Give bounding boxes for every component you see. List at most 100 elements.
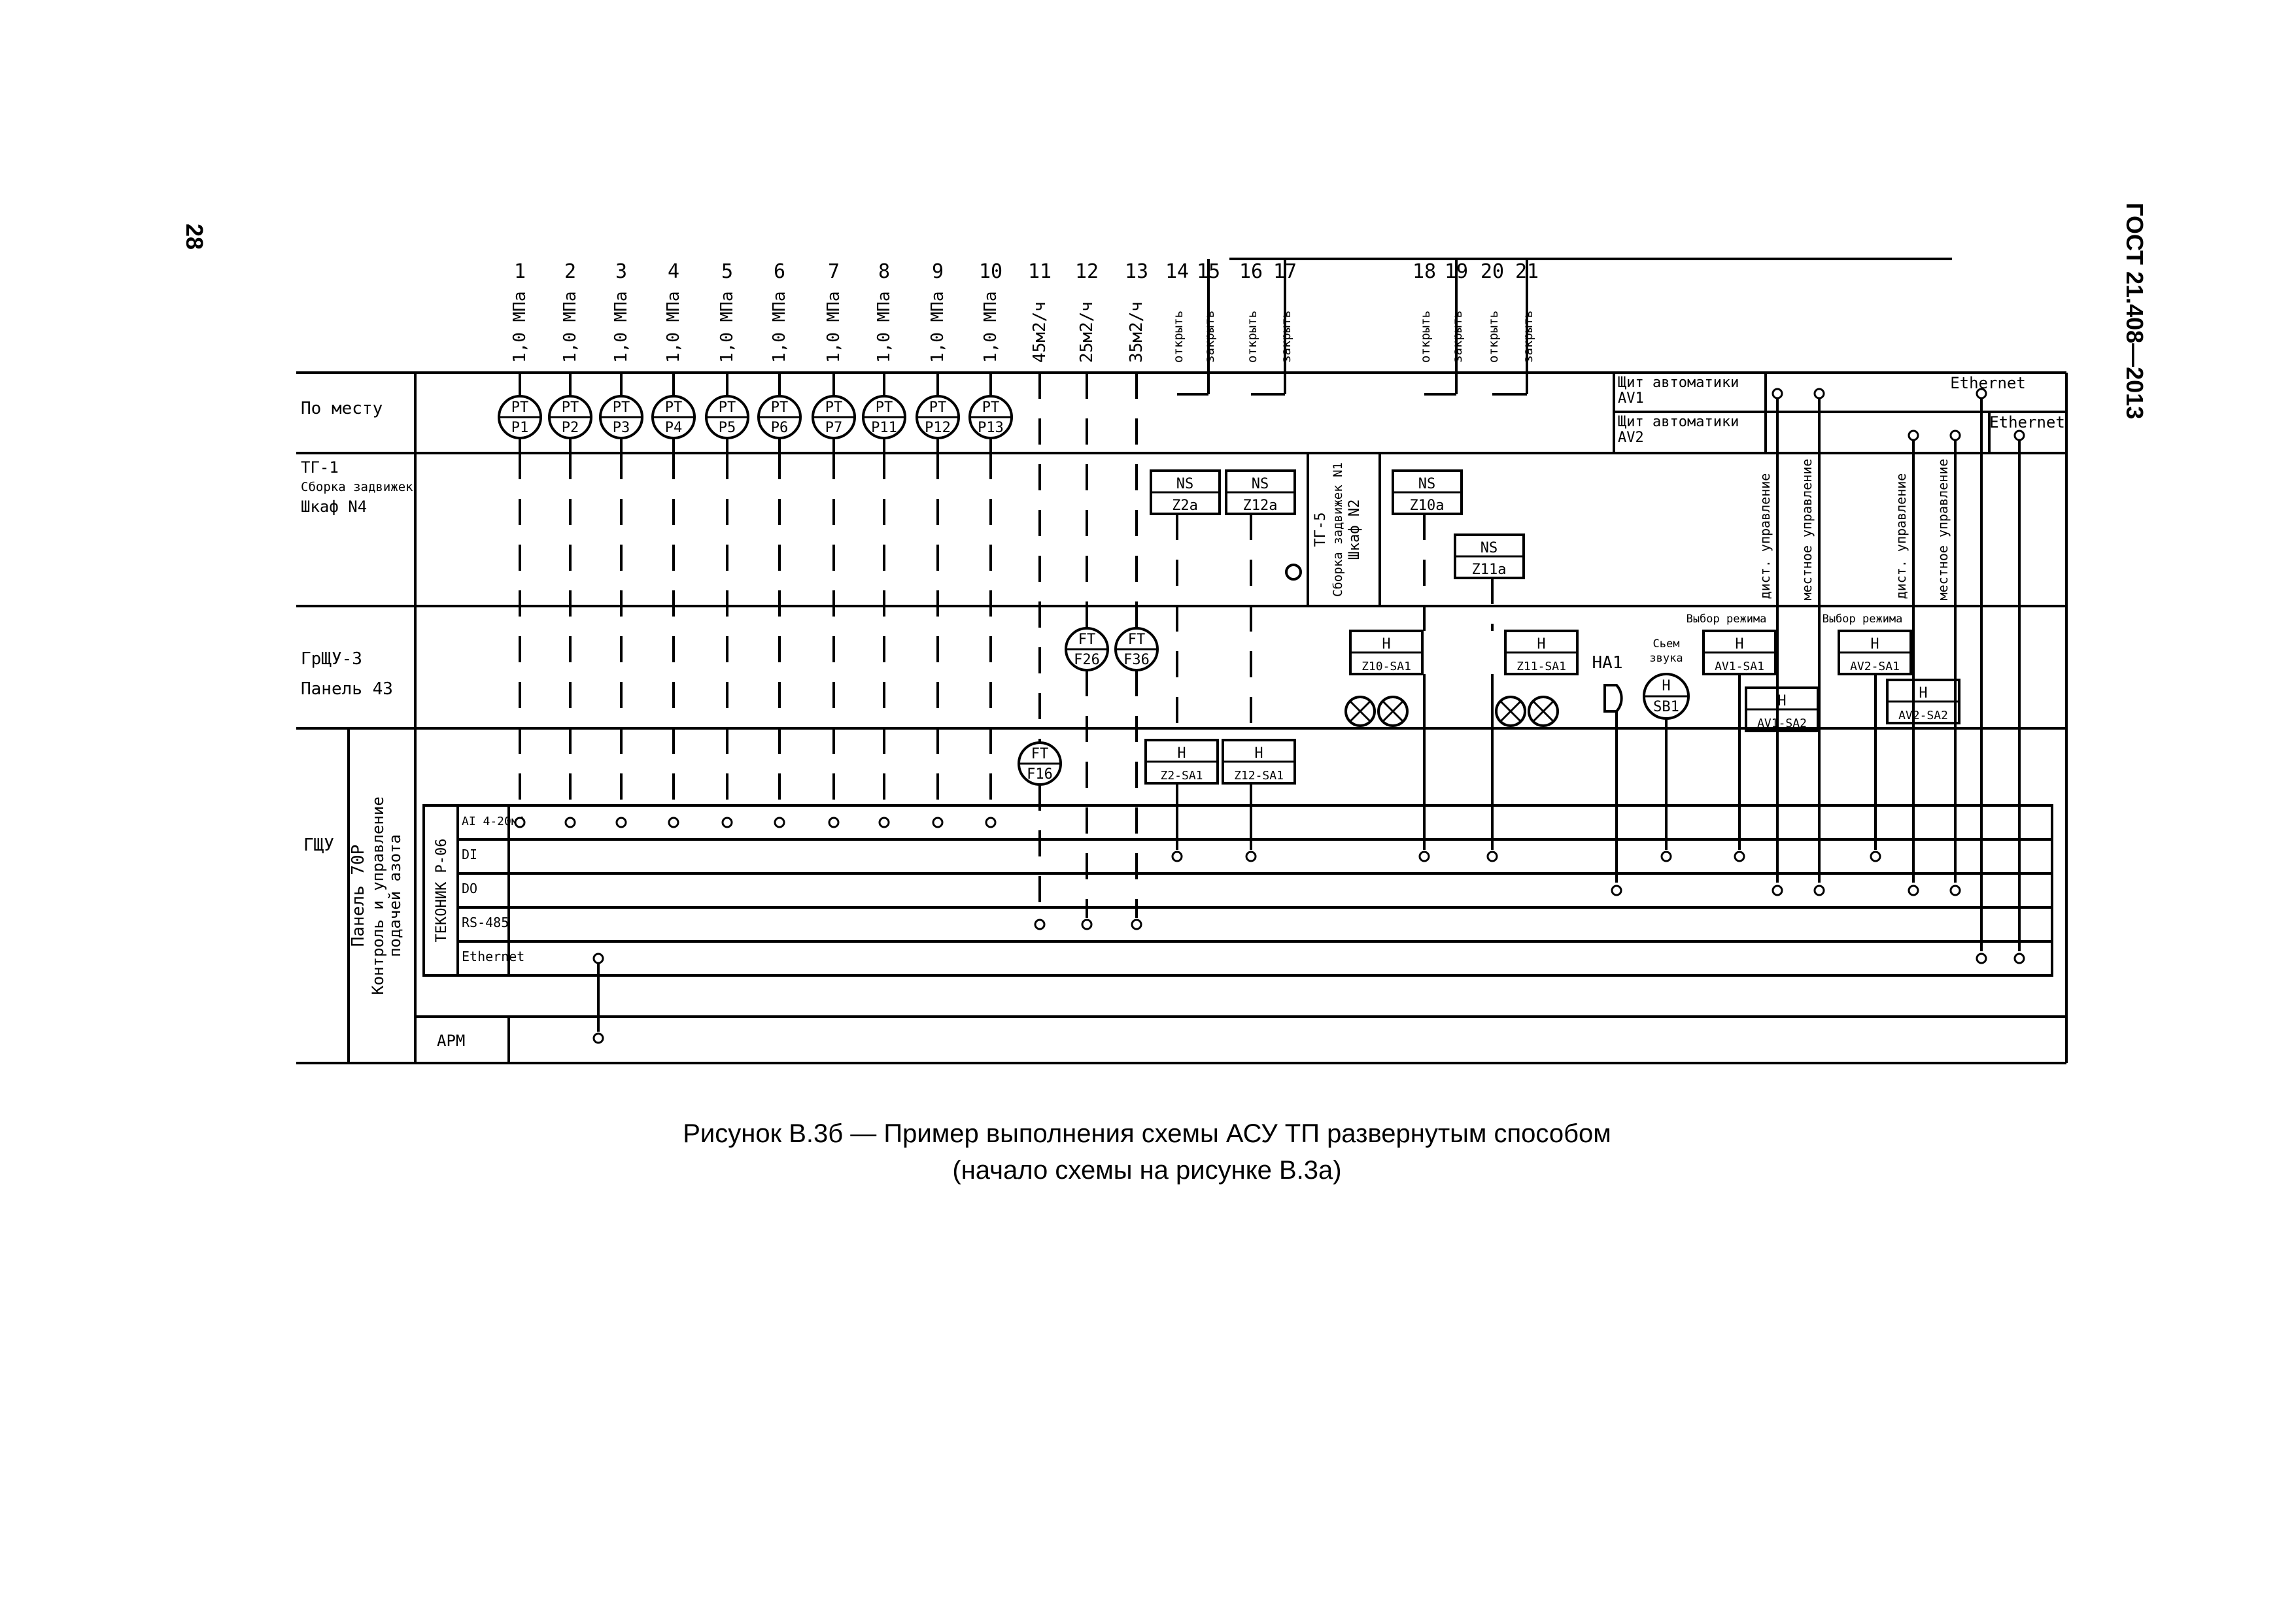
h-bot-4: AV1-SA1	[1715, 660, 1764, 673]
column-number-12: 12	[1075, 260, 1099, 283]
ai-node-1	[514, 817, 526, 828]
h-bot-7: AV2-SA2	[1898, 709, 1948, 722]
lamp-x2-2	[1499, 700, 1522, 722]
rs485-node-2	[1131, 919, 1142, 930]
ft-bot-0: F16	[1027, 766, 1053, 783]
di-node-z10	[1418, 851, 1430, 862]
lamp-icon-1	[1377, 696, 1409, 727]
di-node-av1	[1734, 851, 1745, 862]
shchit-av2-l1: Щит автоматики	[1618, 414, 1739, 430]
pt-bot-7: P7	[825, 420, 843, 436]
column-label-8: 1,0 МПа	[874, 291, 894, 363]
figure-caption-line1: Рисунок В.3б — Пример выполнения схемы А…	[683, 1119, 1611, 1148]
standard-designation: ГОСТ 21.408—2013	[2121, 203, 2148, 420]
ai-node-8	[878, 817, 890, 828]
ft-top-0: FT	[1031, 746, 1049, 762]
column-label-4: 1,0 МПа	[664, 291, 683, 363]
tg1-line2: Сборка задвижек	[301, 480, 413, 494]
grshu-line1: ГрЩУ-3	[301, 649, 362, 669]
ethernet-av2-label: Ethernet	[1989, 413, 2065, 431]
mest-upr-av1: местное управление	[1799, 459, 1815, 601]
row-label-arm: АРМ	[437, 1032, 466, 1050]
lamp-icon-3	[1528, 696, 1559, 727]
rs485-node-0	[1034, 919, 1046, 930]
di-node-z12	[1245, 851, 1257, 862]
pt-bot-5: P5	[719, 420, 736, 436]
column-number-4: 4	[668, 260, 679, 283]
h-bot-2: Z10-SA1	[1361, 660, 1411, 673]
column-number-18: 18	[1412, 260, 1436, 283]
h-bot-3: Z11-SA1	[1516, 660, 1566, 673]
column-number-5: 5	[721, 260, 733, 283]
pt-bot-9: P12	[925, 420, 951, 436]
tg1-line3: Шкаф N4	[301, 498, 368, 516]
shchit-av2-l2: AV2	[1618, 430, 1644, 446]
vybor-rezhima-av2: Выбор режима	[1823, 613, 1903, 626]
av-node-top-1	[1813, 388, 1825, 399]
row-label-gshu: ГЩУ	[303, 836, 334, 855]
column-number-14: 14	[1165, 260, 1189, 283]
lamp-x2-1	[1382, 700, 1404, 722]
ethernet-top-label: Ethernet	[1950, 374, 2026, 392]
column-label-9: 1,0 МПа	[928, 291, 948, 363]
vybor-rezhima-av1: Выбор режима	[1686, 613, 1767, 626]
ns-top-3: NS	[1481, 540, 1498, 556]
lamp-x2-0	[1349, 700, 1371, 722]
column-number-16: 16	[1239, 260, 1263, 283]
eth-node-top-1	[1976, 388, 1987, 399]
dist-upr-av2: дист. управление	[1893, 473, 1909, 600]
pt-top-9: PT	[929, 399, 947, 416]
eth-node-top-2	[2013, 430, 2025, 441]
column-number-13: 13	[1125, 260, 1148, 283]
ns-top-1: NS	[1252, 476, 1269, 492]
tg1-line1: ТГ-1	[301, 458, 339, 477]
eth-node-1	[1976, 953, 1987, 964]
sb1-bot: SB1	[1653, 699, 1679, 715]
shchit-av1-l1: Щит автоматики	[1618, 375, 1739, 391]
h-bot-0: Z2-SA1	[1160, 769, 1203, 783]
h-top-5: H	[1777, 693, 1786, 709]
tekon-label: ТЕКОНИК Р-06	[434, 839, 450, 943]
shchit-av1-l2: AV1	[1618, 390, 1644, 407]
pt-bot-3: P3	[613, 420, 630, 436]
pt-top-1: PT	[511, 399, 529, 416]
column-number-10: 10	[979, 260, 1002, 283]
row-label-grshu: ГрЩУ-3 Панель 43	[301, 644, 393, 704]
h-bot-5: AV1-SA2	[1757, 717, 1807, 730]
h-top-1: H	[1254, 745, 1263, 762]
do-node-av-2	[1908, 885, 1919, 896]
column-number-8: 8	[878, 260, 890, 283]
column-number-20: 20	[1481, 260, 1504, 283]
tg5-line2: Сборка задвижек N1	[1331, 462, 1345, 597]
table-frame	[296, 258, 2068, 1064]
column-label-20: открыть	[1486, 311, 1501, 363]
ai-node-9	[932, 817, 944, 828]
ai-node-3	[615, 817, 627, 828]
pt-top-10: PT	[982, 399, 1000, 416]
dist-upr-av1: дист. управление	[1757, 473, 1773, 600]
row-label-tg1: ТГ-1 Сборка задвижек Шкаф N4	[301, 458, 413, 516]
figure-caption-line2: (начало схемы на рисунке В.3а)	[952, 1156, 1342, 1185]
ns-top-0: NS	[1176, 476, 1194, 492]
panel70-line1: Панель 70Р	[349, 845, 368, 947]
panel70-line2: Контроль и управление	[369, 796, 387, 994]
column-label-5: 1,0 МПа	[717, 291, 737, 363]
pt-top-4: PT	[665, 399, 683, 416]
grshu-line2: Панель 43	[301, 679, 393, 699]
column-label-7: 1,0 МПа	[824, 291, 844, 363]
page-number: 28	[181, 224, 208, 250]
do-node-av-1	[1813, 885, 1825, 896]
ft-bot-1: F26	[1074, 652, 1100, 668]
eth-node-2	[2013, 953, 2025, 964]
column-label-13: 35м2/ч	[1127, 301, 1146, 363]
horn-icon	[1603, 684, 1623, 713]
column-number-6: 6	[774, 260, 785, 283]
pt-bot-8: P11	[871, 420, 897, 436]
ft-top-1: FT	[1078, 632, 1096, 648]
lamp-icon-2	[1495, 696, 1526, 727]
ns-bot-1: Z12a	[1243, 498, 1278, 514]
di-node-z11	[1486, 851, 1498, 862]
do-node-ha1	[1611, 885, 1622, 896]
tg5-line1: ТГ-5	[1312, 513, 1329, 547]
column-number-3: 3	[615, 260, 627, 283]
